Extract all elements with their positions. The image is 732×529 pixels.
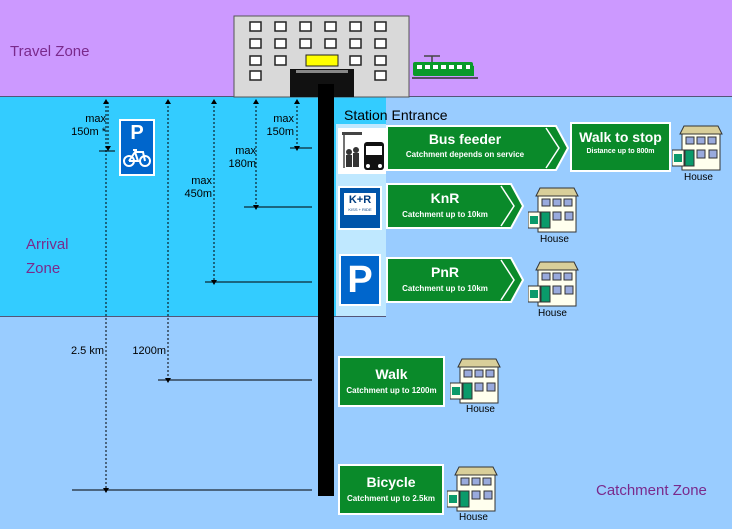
house-icon-knr [528,186,580,234]
house-icon-walk-to-stop [672,124,724,172]
house-icon-walk [450,357,502,405]
house-label-2: House [540,234,569,245]
knr-sign-text: KnR Catchment up to 10km [389,190,501,219]
bicycle-sign-text: Bicycle Catchment up to 2.5km [340,474,442,503]
house-icon-bicycle [447,465,499,513]
walk-sign-text: Walk Catchment up to 1200m [340,366,443,395]
knr-sub: Catchment up to 10km [389,210,501,219]
walk-to-stop-sign-text: Walk to stop Distance up to 800m [572,129,669,155]
house-icon-pnr [528,260,580,308]
walk-sub: Catchment up to 1200m [340,386,443,395]
bicycle-sub: Catchment up to 2.5km [340,494,442,503]
bus-feeder-sign-text: Bus feeder Catchment depends on service [389,131,541,159]
house-label-5: House [459,512,488,523]
walk-to-stop-title: Walk to stop [572,129,669,145]
pnr-title: PnR [389,264,501,280]
pnr-sub: Catchment up to 10km [389,284,501,293]
walk-title: Walk [340,366,443,382]
bicycle-title: Bicycle [340,474,442,490]
walk-to-stop-sub: Distance up to 800m [572,148,669,155]
knr-title: KnR [389,190,501,206]
pnr-sign-text: PnR Catchment up to 10km [389,264,501,293]
bus-feeder-sub: Catchment depends on service [389,150,541,159]
house-label-3: House [538,308,567,319]
house-label-1: House [684,172,713,183]
bus-feeder-title: Bus feeder [389,131,541,147]
house-label-4: House [466,404,495,415]
